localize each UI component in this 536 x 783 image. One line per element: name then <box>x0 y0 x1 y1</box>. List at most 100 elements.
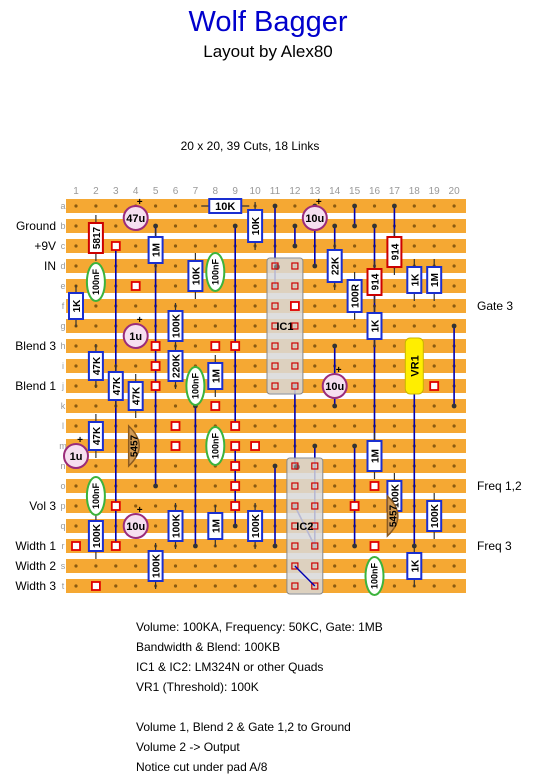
strip-hole <box>134 364 138 368</box>
copper-strip <box>66 399 466 413</box>
strip-hole <box>94 304 98 308</box>
strip-hole <box>452 464 456 468</box>
copper-strip <box>66 219 466 233</box>
strip-hole <box>333 484 337 488</box>
strip-hole <box>333 544 337 548</box>
ic-pin <box>291 522 299 530</box>
strip-hole <box>154 524 158 528</box>
strip-hole <box>173 264 178 268</box>
resistor-value: 10K <box>191 266 202 285</box>
ic-label: IC1 <box>276 321 293 333</box>
ic-pin <box>291 382 299 390</box>
strip-cut <box>150 361 161 371</box>
row-letter: e <box>60 281 65 291</box>
strip-hole <box>74 244 78 248</box>
ic-pin <box>291 542 299 550</box>
note-line: IC1 & IC2: LM324N or other Quads <box>136 660 324 674</box>
strip-hole <box>452 584 456 588</box>
strip-hole <box>193 244 197 248</box>
ic-body <box>266 257 304 395</box>
ic-pin <box>291 322 299 330</box>
strip-hole <box>452 264 456 268</box>
electrolytic-capacitor <box>122 323 149 349</box>
strip-hole <box>333 524 337 528</box>
solder-point <box>352 203 357 209</box>
copper-strip <box>66 319 466 333</box>
wire-link <box>294 565 316 587</box>
resistor-value: 1M <box>430 273 441 287</box>
strip-cut <box>230 501 241 511</box>
strip-cut <box>429 381 440 391</box>
strip-hole <box>432 324 436 328</box>
capacitor-value: 100nF <box>210 258 220 285</box>
solder-point <box>292 243 298 249</box>
strip-hole <box>213 584 217 588</box>
capacitor-value: 100nF <box>210 432 220 459</box>
transistor-type: 5457 <box>388 504 399 527</box>
strip-hole <box>452 524 456 528</box>
resistor <box>87 222 104 254</box>
ic-pin <box>291 262 299 270</box>
strip-hole <box>193 344 197 348</box>
strip-hole <box>313 304 317 308</box>
strip-cut <box>150 381 161 391</box>
strip-hole <box>333 424 337 428</box>
solder-point <box>272 463 278 469</box>
strip-hole <box>372 504 377 508</box>
strip-hole <box>154 204 158 208</box>
left-label: Blend 3 <box>15 339 56 353</box>
resistor <box>107 371 124 401</box>
row-letter: i <box>62 361 64 371</box>
electrolytic-capacitor <box>301 205 328 231</box>
copper-strip <box>66 239 466 253</box>
strip-hole <box>74 404 78 408</box>
strip-hole <box>353 564 357 568</box>
column-number: 20 <box>449 186 461 197</box>
strip-hole <box>253 564 257 568</box>
polarity-mark: + <box>316 197 322 208</box>
strip-hole <box>452 204 456 208</box>
strip-hole <box>412 324 416 328</box>
ic-pin <box>271 302 279 310</box>
capacitor-value: 47u <box>126 213 145 225</box>
note-line: Volume 1, Blend 2 & Gate 1,2 to Ground <box>136 720 351 734</box>
resistor <box>87 520 104 552</box>
strip-hole <box>392 404 396 408</box>
strip-hole <box>173 464 178 468</box>
strip-hole <box>273 404 277 408</box>
strip-hole <box>94 464 98 468</box>
strip-hole <box>452 564 456 568</box>
strip-hole <box>273 424 277 428</box>
strip-hole <box>94 564 98 568</box>
solder-point <box>332 403 338 409</box>
strip-hole <box>353 584 357 588</box>
polarity-mark: + <box>137 197 143 208</box>
resistor-value: 100K <box>390 483 401 508</box>
strip-hole <box>213 484 217 488</box>
electrolytic-capacitor <box>122 513 149 539</box>
strip-hole <box>134 484 138 488</box>
strip-hole <box>313 324 317 328</box>
copper-strip <box>66 459 466 473</box>
polarity-mark: + <box>137 505 143 516</box>
strip-hole <box>452 244 456 248</box>
board-background <box>66 196 466 596</box>
trimmer-label: VR1 <box>409 355 421 376</box>
strip-hole <box>452 424 456 428</box>
strip-hole <box>392 324 396 328</box>
jfet-transistor <box>127 424 140 468</box>
strip-hole <box>273 584 277 588</box>
strip-hole <box>253 484 257 488</box>
strip-hole <box>273 564 277 568</box>
strip-hole <box>392 344 396 348</box>
left-label: +9V <box>34 239 56 253</box>
ic-pin <box>311 522 319 530</box>
row-letter: m <box>59 441 67 451</box>
strip-cut <box>71 541 81 551</box>
copper-strip <box>66 199 466 213</box>
strip-hole <box>74 364 78 368</box>
strip-hole <box>193 584 197 588</box>
resistor-value: 47K <box>132 386 143 405</box>
strip-hole <box>74 564 78 568</box>
copper-strip <box>66 419 466 433</box>
